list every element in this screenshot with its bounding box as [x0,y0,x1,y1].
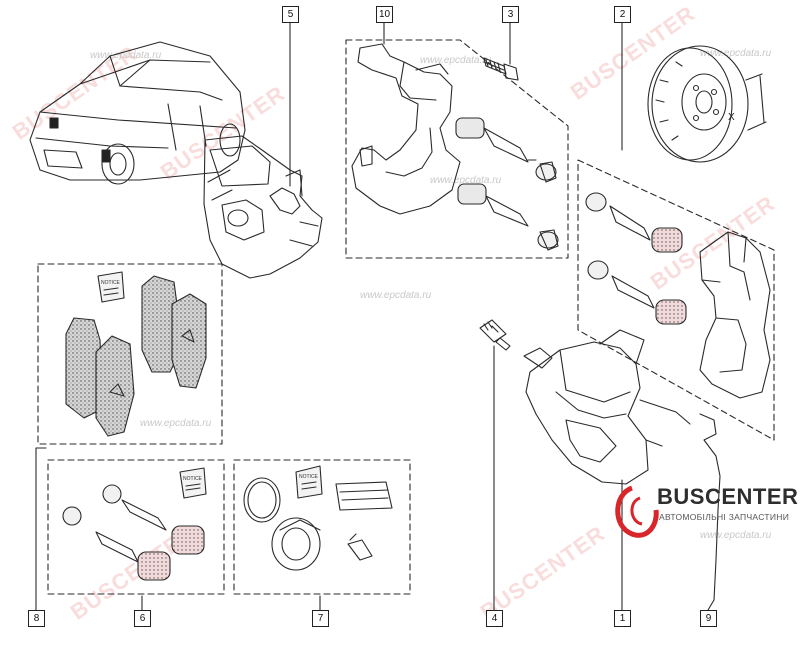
callout-2: 2 [614,6,631,23]
callout-7: 7 [312,610,329,627]
callout-8: 8 [28,610,45,627]
brake-disc-2 [647,45,767,163]
dimension-label: X [728,112,735,123]
caliper-housing-5 [203,135,323,279]
group-box-10 [345,39,569,259]
car-illustration [29,41,246,185]
leader-8 [35,447,47,611]
logo-brand: BUSCENTER [657,484,799,509]
callout-9: 9 [700,610,717,627]
callout-10: 10 [376,6,393,23]
group-box-2 [577,159,775,441]
guide-pin-set-lower [457,183,559,251]
caliper-carrier-bracket [351,43,461,215]
brake-pad-set [65,271,207,437]
watermark-epcdata: www.epcdata.ru [420,55,492,66]
callout-3: 3 [502,6,519,23]
guide-pin-kit [62,467,207,581]
group-box-7 [233,459,411,595]
watermark-epcdata: www.epcdata.ru [90,50,162,61]
buscenter-logo-mark [615,485,659,538]
bleed-screw-4 [479,319,511,351]
guide-pin-right-upper [585,192,683,253]
watermark-epcdata: www.epcdata.ru [140,418,212,429]
watermark-epcdata: www.epcdata.ru [700,48,772,59]
leader-9 [707,599,715,611]
callout-4: 4 [486,610,503,627]
buscenter-logo: BUSCENTER АВТОМОБІЛЬНІ ЗАПЧАСТИНИ [617,478,800,538]
notice-label-pads: NOTICE [101,280,120,286]
callout-5: 5 [282,6,299,23]
seal-kit [243,465,393,571]
watermark-epcdata: www.epcdata.ru [700,530,772,541]
group-box-6 [47,459,225,595]
watermark-epcdata: www.epcdata.ru [430,175,502,186]
notice-label-seals: NOTICE [299,474,318,480]
notice-label-pins: NOTICE [183,476,202,482]
callout-1: 1 [614,610,631,627]
caliper-carrier-right [699,231,771,399]
bolt-3 [483,57,519,81]
logo-tagline: АВТОМОБІЛЬНІ ЗАПЧАСТИНИ [659,512,790,522]
guide-pin-set-upper [455,117,557,183]
guide-pin-right-lower [587,260,687,325]
group-box-8 [37,263,223,445]
watermark-epcdata: www.epcdata.ru [360,290,432,301]
callout-6: 6 [134,610,151,627]
caliper-assembly-1 [523,329,721,601]
